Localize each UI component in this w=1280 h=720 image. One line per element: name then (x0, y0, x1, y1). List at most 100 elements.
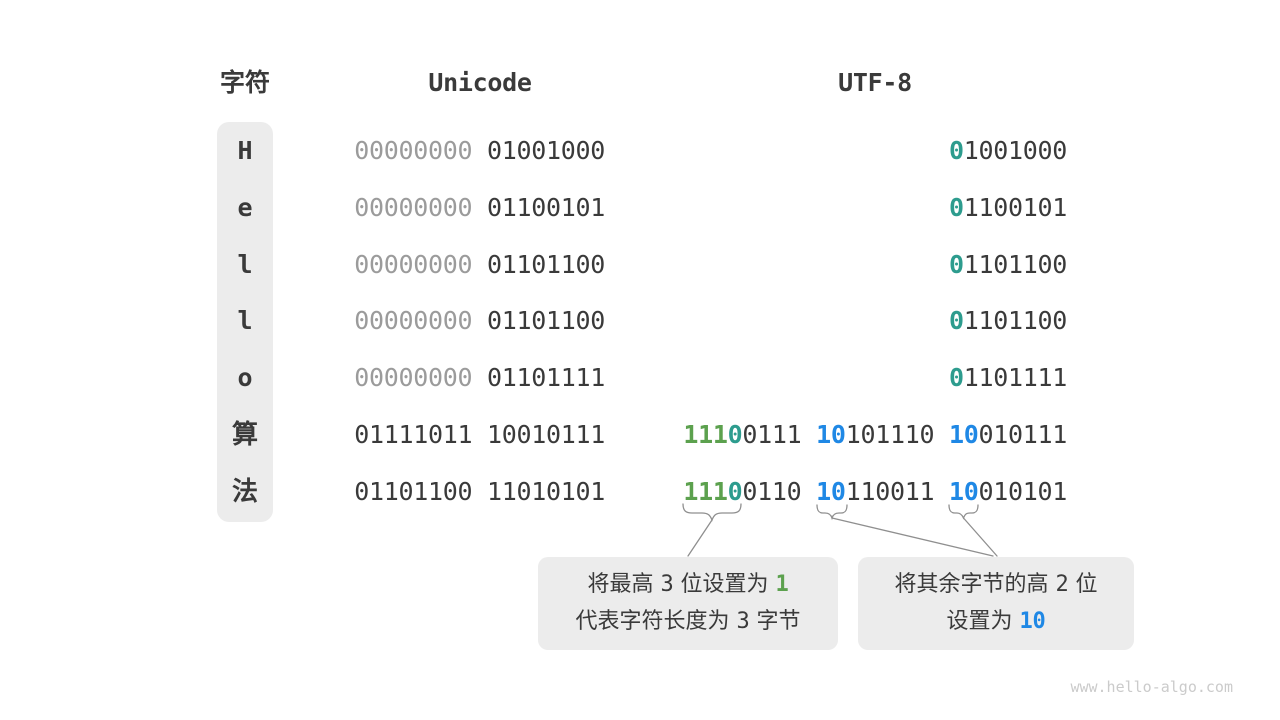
binary-segment: 0110 (742, 477, 802, 506)
byte: 01100101 (949, 193, 1067, 222)
callout-line: 设置为 10 (858, 603, 1134, 640)
callout-segment: 将最高 (587, 572, 661, 597)
binary-segment: 1101100 (963, 250, 1068, 279)
utf8-binary: 01100101 (949, 190, 1067, 226)
character-cell: l (237, 250, 253, 279)
binary-segment: 0 (948, 363, 964, 392)
binary-segment: 10 (816, 420, 846, 449)
utf8-binary: 11100111 10101110 10010111 (683, 417, 1067, 453)
callout-segment: 位设置为 (673, 572, 776, 597)
unicode-binary: 00000000 01101100 (354, 303, 605, 339)
callout-segment: 位 (1068, 572, 1098, 597)
byte: 01101100 (487, 306, 605, 335)
column-header-char: 字符 (219, 68, 270, 97)
unicode-binary: 01101100 11010101 (354, 474, 605, 510)
callout-segment: 字节 (749, 609, 801, 634)
unicode-binary: 01111011 10010111 (354, 417, 605, 453)
column-header-unicode: Unicode (428, 68, 532, 97)
byte: 01101111 (487, 363, 605, 392)
binary-segment: 0 (727, 477, 743, 506)
byte: 00000000 (354, 136, 472, 165)
character-cell: H (237, 136, 253, 165)
binary-segment: 11010101 (486, 477, 605, 506)
connector-right-callout-a (831, 517, 994, 557)
binary-segment: 0 (948, 136, 964, 165)
byte: 00000000 (354, 193, 472, 222)
binary-segment: 101110 (845, 420, 935, 449)
binary-segment: 1100101 (963, 193, 1068, 222)
connector-right-callout-b (962, 517, 998, 557)
unicode-binary: 00000000 01001000 (354, 133, 605, 169)
byte: 01101111 (949, 363, 1067, 392)
utf8-binary: 01101100 (949, 247, 1067, 283)
binary-segment: 0 (948, 250, 964, 279)
binary-segment: 00000000 (354, 136, 473, 165)
binary-segment: 01001000 (486, 136, 605, 165)
character-cell: l (237, 306, 253, 335)
callout-segment: 3 (736, 609, 750, 634)
binary-segment: 01111011 (354, 420, 473, 449)
binary-segment: 0 (727, 420, 743, 449)
watermark: www.hello-algo.com (1070, 678, 1233, 696)
binary-segment: 01101100 (486, 306, 605, 335)
binary-segment: 10 (948, 477, 979, 506)
binary-segment: 01101100 (354, 477, 473, 506)
binary-segment: 10 (816, 477, 846, 506)
byte: 00000000 (354, 250, 472, 279)
binary-segment: 01101100 (486, 250, 605, 279)
binary-segment: 10010111 (486, 420, 605, 449)
utf8-binary: 01101111 (949, 360, 1067, 396)
binary-segment: 00000000 (354, 250, 473, 279)
binary-segment: 0 (948, 306, 964, 335)
binary-segment: 010111 (978, 420, 1067, 449)
binary-segment: 1101100 (963, 306, 1068, 335)
byte: 01001000 (949, 136, 1067, 165)
callout-segment: 1 (775, 572, 789, 597)
binary-segment: 00000000 (354, 306, 473, 335)
byte: 01111011 (354, 420, 472, 449)
byte: 10110011 (816, 477, 934, 506)
binary-segment: 110011 (845, 477, 935, 506)
binary-segment: 111 (683, 477, 728, 506)
byte: 10010111 (487, 420, 605, 449)
byte: 01001000 (487, 136, 605, 165)
character-cell: e (237, 193, 253, 222)
byte: 01101100 (949, 250, 1067, 279)
callout-segment: 10 (1019, 609, 1046, 634)
byte: 10010101 (949, 477, 1067, 506)
binary-segment: 0111 (742, 420, 802, 449)
byte: 11100111 (683, 420, 801, 449)
binary-segment: 010101 (978, 477, 1067, 506)
byte: 01101100 (949, 306, 1067, 335)
character-cell: 算 (231, 420, 258, 450)
callout-line: 代表字符长度为 3 字节 (538, 603, 838, 640)
utf8-binary: 11100110 10110011 10010101 (683, 474, 1067, 510)
unicode-binary: 00000000 01101111 (354, 360, 605, 396)
unicode-binary: 00000000 01101100 (354, 247, 605, 283)
callout-segment: 设置为 (946, 609, 1020, 634)
callout-segment: 代表字符长度为 (575, 609, 737, 634)
binary-segment: 1001000 (963, 136, 1068, 165)
binary-segment: 01100101 (486, 193, 605, 222)
character-column-background (217, 122, 273, 522)
byte: 00000000 (354, 363, 472, 392)
callout-line: 将最高 3 位设置为 1 (538, 566, 838, 603)
unicode-binary: 00000000 01100101 (354, 190, 605, 226)
column-header-utf8: UTF-8 (838, 68, 912, 97)
binary-segment: 111 (683, 420, 728, 449)
byte: 10101110 (816, 420, 934, 449)
binary-segment: 00000000 (354, 363, 473, 392)
byte: 01101100 (487, 250, 605, 279)
utf8-binary: 01001000 (949, 133, 1067, 169)
callout-line: 将其余字节的高 2 位 (858, 566, 1134, 603)
callout-continuation-bits: 将其余字节的高 2 位设置为 10 (858, 557, 1134, 650)
byte: 00000000 (354, 306, 472, 335)
binary-segment: 01101111 (486, 363, 605, 392)
callout-segment: 2 (1055, 572, 1069, 597)
binary-segment: 10 (948, 420, 979, 449)
connector-left-callout (687, 519, 713, 557)
character-cell: o (237, 363, 253, 392)
byte: 01100101 (487, 193, 605, 222)
